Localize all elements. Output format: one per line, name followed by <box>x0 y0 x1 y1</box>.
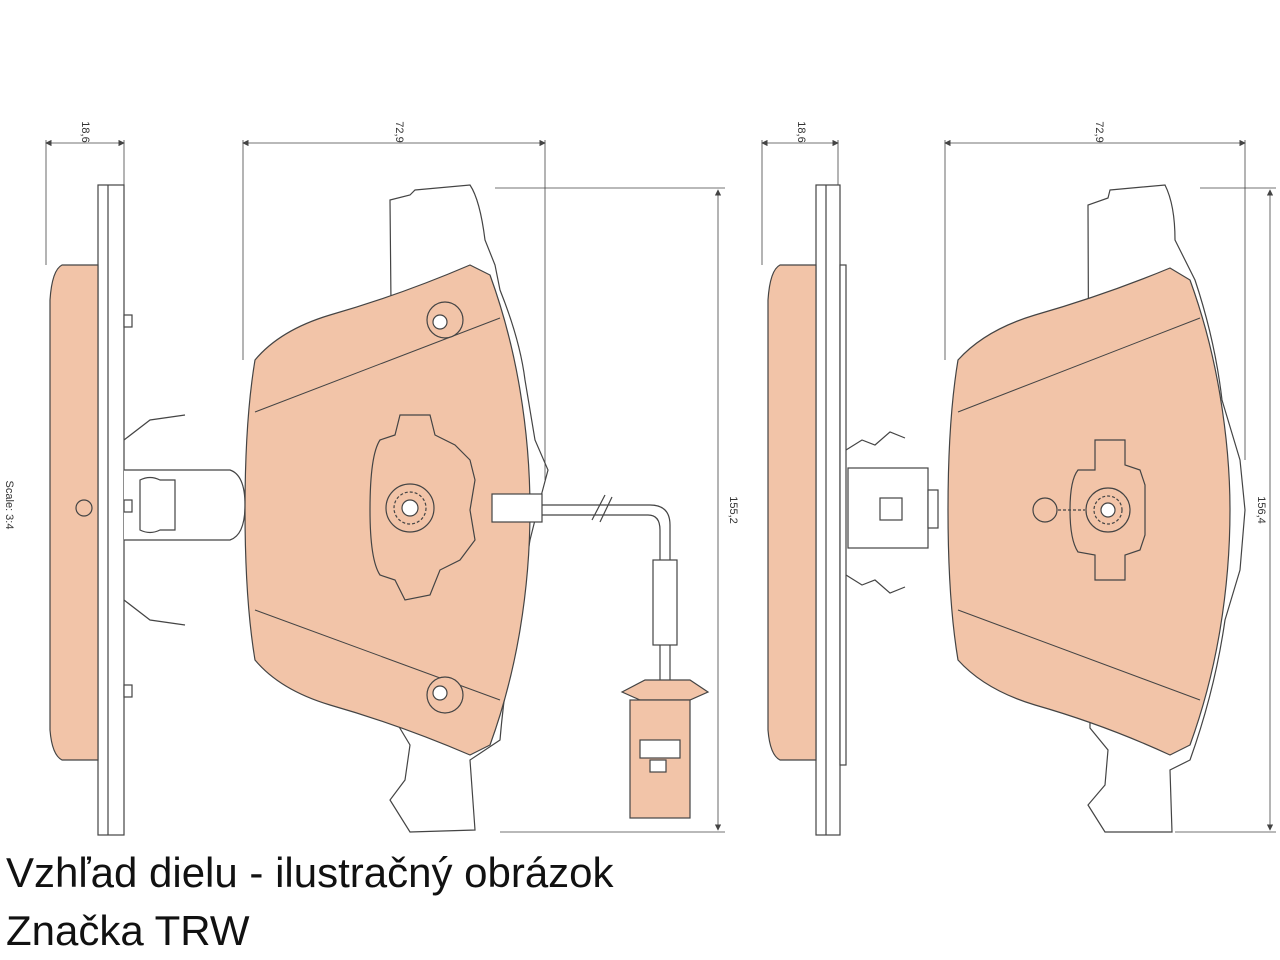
right-pad-front-view <box>947 184 1246 833</box>
scale-label: Scale: 3:4 <box>3 481 15 530</box>
right-width-dimension: 72,9 <box>944 121 1246 460</box>
right-height-dimension: 156,4 <box>1175 187 1276 833</box>
right-height-label: 156,4 <box>1255 496 1267 524</box>
left-thickness-label: 18,6 <box>79 121 91 142</box>
right-pad-side-view <box>767 184 939 836</box>
left-thickness-dimension: 18,6 <box>45 121 125 265</box>
right-thickness-dimension: 18,6 <box>761 121 839 265</box>
left-height-label: 155,2 <box>727 496 739 524</box>
left-width-label: 72,9 <box>393 121 405 142</box>
brake-pad-technical-drawing: 18,6 Scale: 3:4 <box>3 121 1276 836</box>
left-width-dimension: 72,9 <box>242 121 546 480</box>
left-height-dimension: 155,2 <box>495 187 739 833</box>
left-pad-front-view <box>244 184 549 833</box>
left-pad-side-view <box>49 184 246 836</box>
sensor-connector <box>620 679 710 819</box>
right-width-label: 72,9 <box>1093 121 1105 142</box>
right-thickness-label: 18,6 <box>795 121 807 142</box>
illustration-caption: Vzhľad dielu - ilustračný obrázok <box>6 849 614 896</box>
wear-sensor-cable <box>491 493 678 680</box>
brand-caption: Značka TRW <box>6 907 250 954</box>
